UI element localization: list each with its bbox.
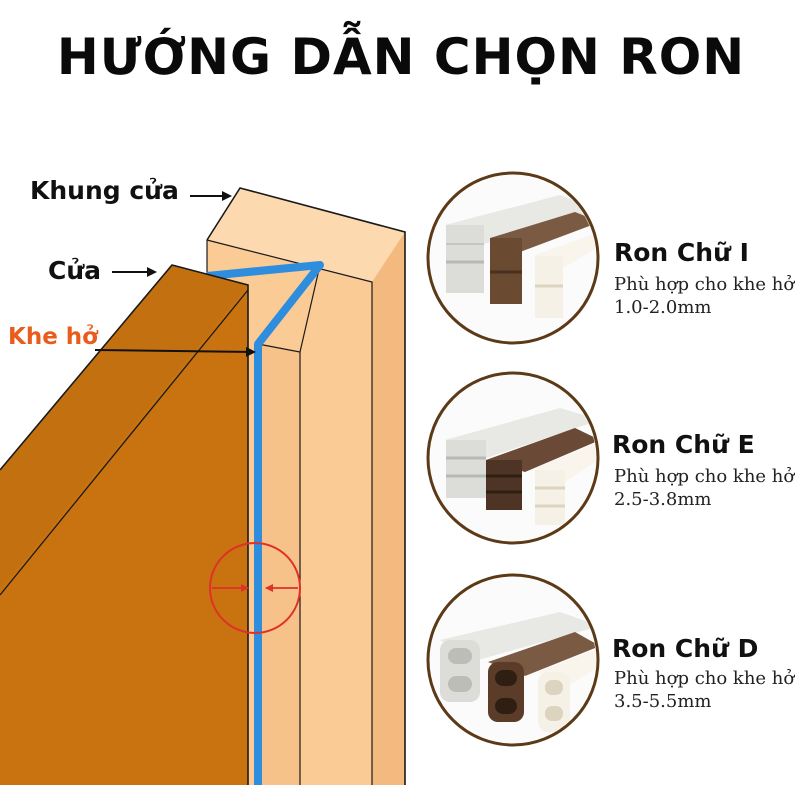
product-desc-i: Phù hợp cho khe hở [614, 274, 795, 295]
gap-highlight [206, 261, 324, 785]
product-desc-d: Phù hợp cho khe hở [614, 668, 795, 689]
product-name-e: Ron Chữ E [612, 430, 755, 459]
product-range-e: 2.5-3.8mm [614, 489, 712, 510]
gap-measure-marker [209, 542, 301, 634]
product-image-e [426, 371, 600, 545]
product-range-i: 1.0-2.0mm [614, 297, 712, 318]
frame-label: Khung cửa [30, 176, 179, 205]
door-panel [0, 264, 249, 785]
product-range-d: 3.5-5.5mm [614, 691, 712, 712]
product-name-i: Ron Chữ I [614, 238, 749, 267]
product-image-d [426, 573, 600, 747]
product-desc-e: Phù hợp cho khe hở [614, 466, 795, 487]
door-label: Cửa [48, 256, 102, 285]
product-image-i [426, 171, 600, 345]
gap-arrow [94, 346, 256, 357]
gap-label: Khe hở [8, 324, 98, 350]
page-title: HƯỚNG DẪN CHỌN RON [56, 28, 746, 86]
product-name-d: Ron Chữ D [612, 634, 759, 663]
